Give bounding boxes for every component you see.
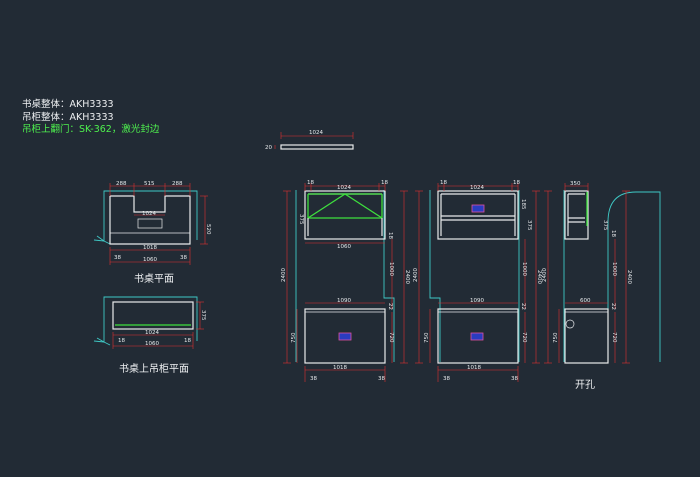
dim-desk-left-38: 38 xyxy=(114,255,121,261)
dim-e2-right-185: 185 xyxy=(520,199,526,210)
label-hole: 开孔 xyxy=(575,380,595,391)
front-elevation-right: 18 1024 18 1090 1018 38 38 2400 750 2400… xyxy=(413,180,542,382)
dim-e2-top-1024: 1024 xyxy=(470,185,484,191)
dim-side-right-2400: 2400 xyxy=(626,270,632,284)
dim-e1-bot-38a: 38 xyxy=(310,376,317,382)
dim-e2-right-375: 375 xyxy=(526,220,532,231)
dim-e1-1018: 1018 xyxy=(333,365,347,371)
dim-side-right-18: 18 xyxy=(610,230,616,237)
dim-e1-top-1024: 1024 xyxy=(337,185,351,191)
dim-cabinet-depth: 375 xyxy=(200,310,206,321)
label-desk-plan: 书桌平面 xyxy=(134,274,174,285)
dim-e1-right-375: 375 xyxy=(298,214,304,225)
dim-e2-right-1000: 1000 xyxy=(521,262,527,276)
dim-e2-bot-38b: 38 xyxy=(511,376,518,382)
dim-side-left-750: 750 xyxy=(553,332,559,343)
front-elevation-left: 18 1024 18 1060 1090 1018 38 38 2400 750… xyxy=(281,180,410,382)
dim-desk-inner: 1024 xyxy=(142,211,156,217)
dim-e2-top-18a: 18 xyxy=(440,180,447,186)
dim-e2-bot-38a: 38 xyxy=(443,376,450,382)
dim-side-600: 600 xyxy=(580,298,591,304)
dim-side-right-1000: 1000 xyxy=(611,262,617,276)
dim-e1-right-720: 720 xyxy=(388,332,394,343)
dim-e1-right-2400: 2400 xyxy=(404,270,410,284)
dim-e1-right-18: 18 xyxy=(387,232,393,239)
dim-side-right-375: 375 xyxy=(602,220,608,231)
cabinet-plan-view: 375 1024 1060 18 18 xyxy=(93,296,206,349)
dim-e1-top-18a: 18 xyxy=(307,180,314,186)
dim-e2-1090: 1090 xyxy=(470,298,484,304)
dim-desk-top-right: 288 xyxy=(172,181,183,187)
spec-notes: 书桌整体：AKH3333 吊柜整体：AKH3333 吊柜上翻门：SK-362，激… xyxy=(22,99,159,137)
note-desk-whole: 书桌整体：AKH3333 xyxy=(22,99,114,110)
dim-e1-1060: 1060 xyxy=(337,244,351,250)
dim-desk-1060: 1060 xyxy=(143,257,157,263)
dim-cabinet-right-18: 18 xyxy=(184,338,191,344)
note-cabinet-door: 吊柜上翻门：SK-362，激光封边 xyxy=(22,124,160,135)
dim-desk-top-mid: 515 xyxy=(144,181,155,187)
dim-desk-right-38: 38 xyxy=(180,255,187,261)
dim-cabinet-1024: 1024 xyxy=(145,330,159,336)
note-cabinet-whole: 吊柜整体：AKH3333 xyxy=(22,111,114,123)
dim-e1-top-18b: 18 xyxy=(381,180,388,186)
dim-desk-top-left: 288 xyxy=(116,181,127,187)
dim-e2-right-720: 720 xyxy=(521,332,527,343)
dim-desk-depth: 520 xyxy=(205,224,211,235)
dim-top-piece-width: 1024 xyxy=(309,130,323,136)
dim-e2-top-18b: 18 xyxy=(513,180,520,186)
dim-side-left-2400: 2400 xyxy=(542,268,548,282)
dim-e1-left-750: 750 xyxy=(291,332,297,343)
dim-e1-right-22: 22 xyxy=(387,303,393,310)
dim-e2-left-750: 750 xyxy=(424,332,430,343)
dim-side-right-720: 720 xyxy=(611,332,617,343)
desk-plan-view: 288 515 288 520 1024 1018 1060 38 38 xyxy=(93,181,211,265)
dim-e1-right-1000: 1000 xyxy=(388,262,394,276)
dim-desk-1018: 1018 xyxy=(143,245,157,251)
dim-top-piece-height: 20 xyxy=(265,145,272,151)
side-elevation: 350 600 2400 750 2400 1000 720 375 18 22 xyxy=(542,181,661,364)
dim-e1-bot-38b: 38 xyxy=(378,376,385,382)
dim-side-right-22: 22 xyxy=(610,303,616,310)
dim-e2-left-2400: 2400 xyxy=(413,268,419,282)
dim-e2-right-2400: 2400 xyxy=(536,270,542,284)
dim-e2-right-22: 22 xyxy=(520,303,526,310)
top-panel-piece: 1024 20 xyxy=(265,130,354,151)
dim-e2-1018: 1018 xyxy=(467,365,481,371)
dim-e1-1090: 1090 xyxy=(337,298,351,304)
dim-e1-left-2400: 2400 xyxy=(281,268,287,282)
dim-cabinet-1060: 1060 xyxy=(145,341,159,347)
dim-side-top-350: 350 xyxy=(570,181,581,187)
dim-cabinet-left-18: 18 xyxy=(118,338,125,344)
label-cabinet-plan: 书桌上吊柜平面 xyxy=(119,364,189,375)
